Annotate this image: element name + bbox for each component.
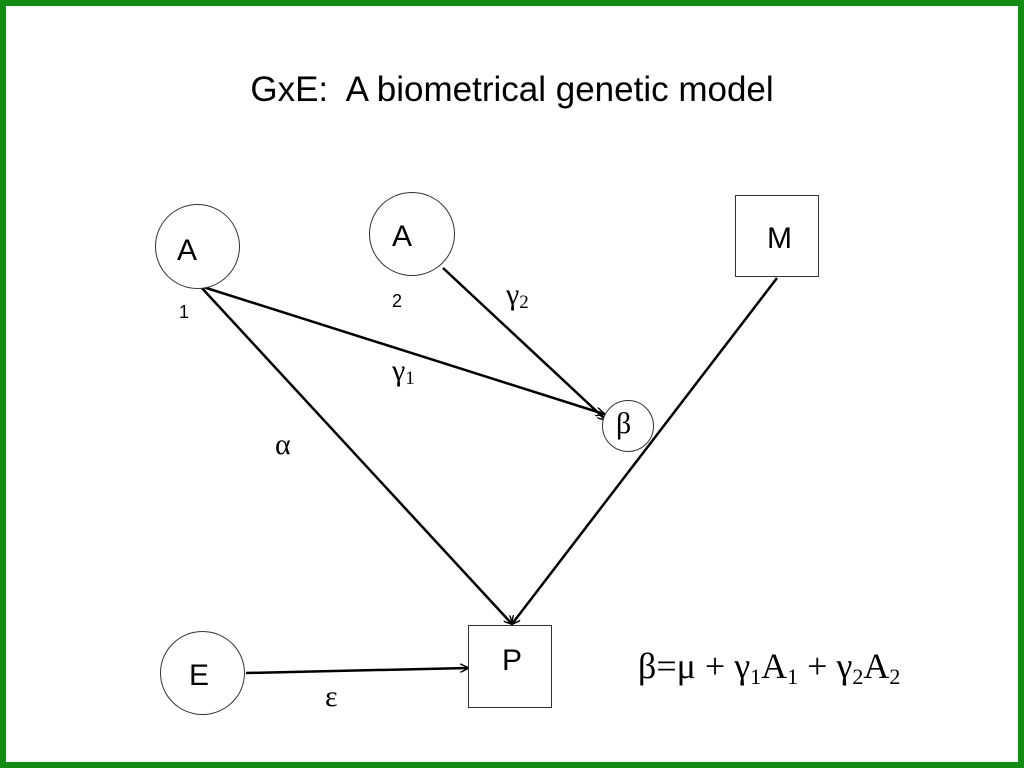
eq-plus-gamma: + γ xyxy=(798,646,853,686)
path-label-epsilon: ε xyxy=(325,680,338,713)
node-beta-label: β xyxy=(616,407,632,440)
node-a1 xyxy=(155,204,240,289)
eq-lhs: β=μ + γ xyxy=(638,646,751,686)
arrow-a1-to-beta xyxy=(199,284,604,414)
node-p-label: P xyxy=(502,644,523,677)
eq-a2: A xyxy=(863,646,890,686)
gamma2-subscript: 2 xyxy=(519,292,529,313)
node-p xyxy=(468,625,552,708)
node-e-label: E xyxy=(189,659,210,692)
node-a1-label: A xyxy=(177,234,198,267)
eq-a1: A xyxy=(761,646,788,686)
node-a2-subscript: 2 xyxy=(392,291,403,311)
arrow-m-to-p xyxy=(512,277,778,624)
node-m-label: M xyxy=(767,222,792,255)
eq-sub-3: 2 xyxy=(852,664,864,689)
node-m xyxy=(735,195,819,277)
gamma1-subscript: 1 xyxy=(405,368,415,389)
path-label-alpha: α xyxy=(275,428,291,461)
node-e xyxy=(160,631,245,715)
arrow-a2-to-beta xyxy=(442,267,606,420)
node-beta xyxy=(602,400,654,452)
gamma2-symbol: γ xyxy=(506,278,520,311)
slide-title: GxE: A biometrical genetic model xyxy=(250,70,774,109)
node-a2-label: A xyxy=(392,220,413,253)
model-equation: β=μ + γ1A1 + γ2A2 xyxy=(638,648,900,688)
path-label-gamma1: γ1 xyxy=(392,354,415,389)
eq-sub-4: 2 xyxy=(889,664,901,689)
path-label-gamma2: γ2 xyxy=(506,278,529,313)
arrow-a1-to-p xyxy=(199,285,512,624)
eq-sub-2: 1 xyxy=(787,664,799,689)
eq-sub-1: 1 xyxy=(750,664,762,689)
node-a1-subscript: 1 xyxy=(179,302,190,322)
node-a2 xyxy=(369,192,455,276)
arrow-e-to-p xyxy=(245,668,468,675)
gamma1-symbol: γ xyxy=(392,354,406,387)
